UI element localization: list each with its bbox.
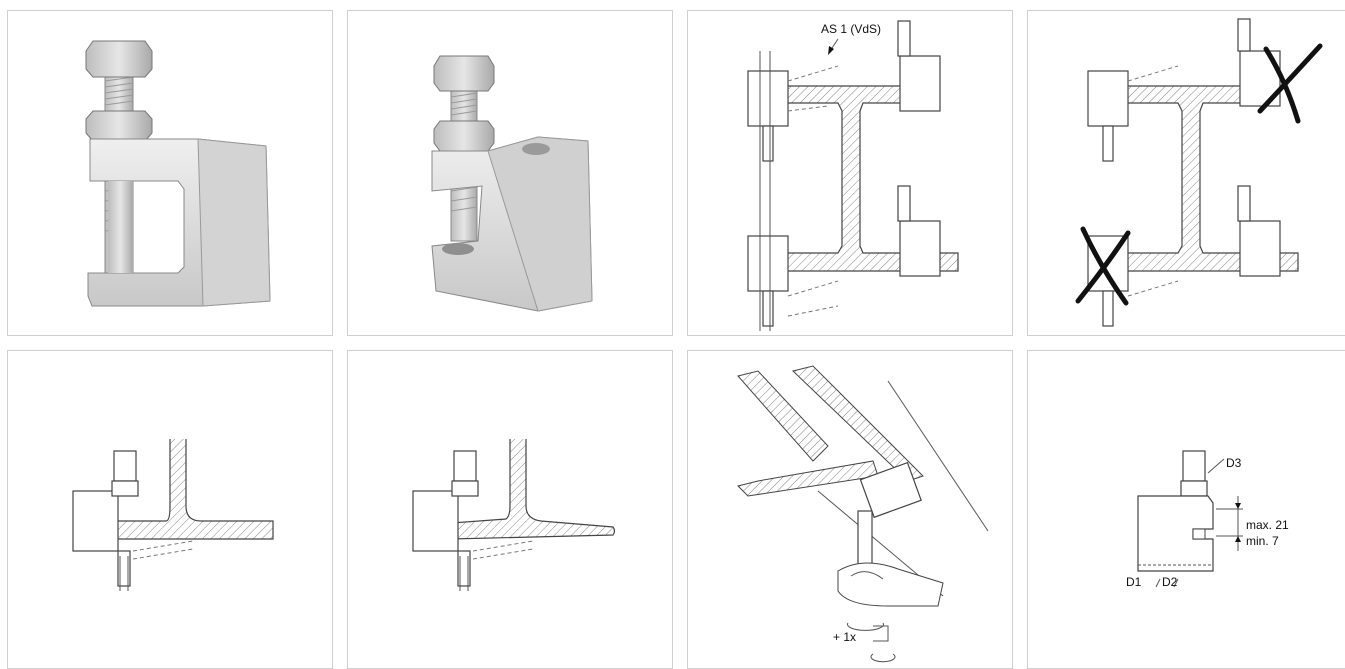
max-clamp-label: max. 21	[1246, 518, 1289, 532]
d3-label: D3	[1226, 456, 1242, 470]
ibeam-wrong-diagram	[1075, 18, 1323, 327]
d1-label: D1	[1126, 575, 1142, 589]
panel-ibeam-wrong	[1027, 10, 1345, 336]
flange-tapered-diagram	[412, 439, 616, 591]
panel-flange-tapered	[347, 350, 673, 669]
tighten-diagram: + 1x	[737, 365, 989, 663]
panel-flange-parallel	[7, 350, 333, 669]
panel-photo-clamp-angle	[347, 10, 673, 336]
clamp-angle-illustration	[431, 55, 593, 312]
wrong-cross-mark-bottom	[1075, 226, 1131, 306]
min-clamp-label: min. 7	[1246, 534, 1279, 548]
panel-tighten-by-hand: + 1x	[687, 350, 1013, 669]
vds-annotation: AS 1 (VdS)	[821, 22, 881, 36]
plus-one-turn-label: + 1x	[833, 630, 856, 644]
panel-photo-clamp-front	[7, 10, 333, 336]
clamp-front-illustration	[85, 40, 271, 307]
ibeam-correct-diagram: AS 1 (VdS)	[747, 20, 959, 331]
wrong-cross-mark-top	[1257, 43, 1323, 124]
panel-ibeam-correct: AS 1 (VdS)	[687, 10, 1013, 336]
flange-parallel-diagram	[72, 439, 274, 591]
dimensions-diagram: D3 max. 21 min. 7 D1 D2	[1126, 450, 1289, 589]
panel-dimensions: D3 max. 21 min. 7 D1 D2	[1027, 350, 1345, 669]
d2-label: D2	[1162, 575, 1178, 589]
